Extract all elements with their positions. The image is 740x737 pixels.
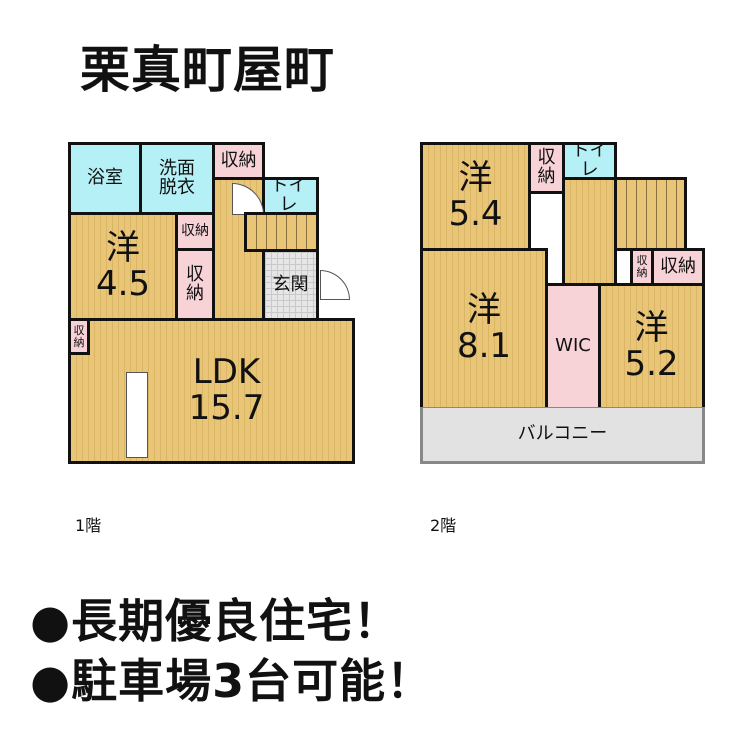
page-title: 栗真町屋町	[80, 41, 335, 99]
room-storage-2: 収納	[651, 248, 705, 286]
room-storage-1: 収 納	[528, 142, 565, 194]
room-toilet: トイレ	[562, 141, 617, 180]
room-western-8-1: 洋 8.1	[420, 248, 548, 410]
stairs	[244, 212, 319, 252]
kitchen-counter	[126, 372, 148, 458]
room-western-5-2: 洋 5.2	[598, 283, 705, 410]
room-storage-tall: 収 納	[175, 248, 215, 321]
feature-long-term-housing: ●長期優良住宅！	[30, 594, 401, 648]
room-name: LDK	[192, 352, 261, 393]
room-western-5-4: 洋 5.4	[420, 142, 531, 251]
room-size: 8.1	[456, 326, 512, 366]
room-ldk-storage: 収 納	[68, 318, 90, 355]
room-bath: 浴室	[68, 142, 142, 215]
entrance-door	[320, 270, 350, 300]
room-storage-small: 収納	[175, 212, 215, 251]
balcony: バルコニー	[420, 407, 705, 464]
feature-parking: ●駐車場3台可能！	[30, 654, 434, 708]
floor1-label: 1階	[75, 516, 102, 535]
room-toilet: トイレ	[262, 176, 319, 215]
room-size: 15.7	[188, 388, 265, 428]
room-washroom: 洗面 脱衣	[139, 142, 215, 215]
room-name: 洋	[458, 157, 493, 198]
room-name: 洋	[634, 307, 669, 348]
floor2-label: 2階	[430, 516, 457, 535]
room-size: 5.4	[448, 193, 503, 234]
room-ldk: LDK 15.7	[68, 318, 355, 464]
room-wic: WIC	[545, 283, 601, 410]
room-entrance: 玄関	[262, 249, 319, 321]
hallway	[562, 177, 617, 288]
room-size: 5.2	[624, 343, 679, 384]
stairs	[614, 177, 687, 251]
room-storage-top: 収納	[212, 142, 265, 180]
room-size: 4.5	[95, 263, 151, 304]
room-name: 洋	[467, 290, 501, 331]
room-western-4-5: 洋 4.5	[68, 212, 178, 321]
room-name: 洋	[106, 227, 140, 268]
